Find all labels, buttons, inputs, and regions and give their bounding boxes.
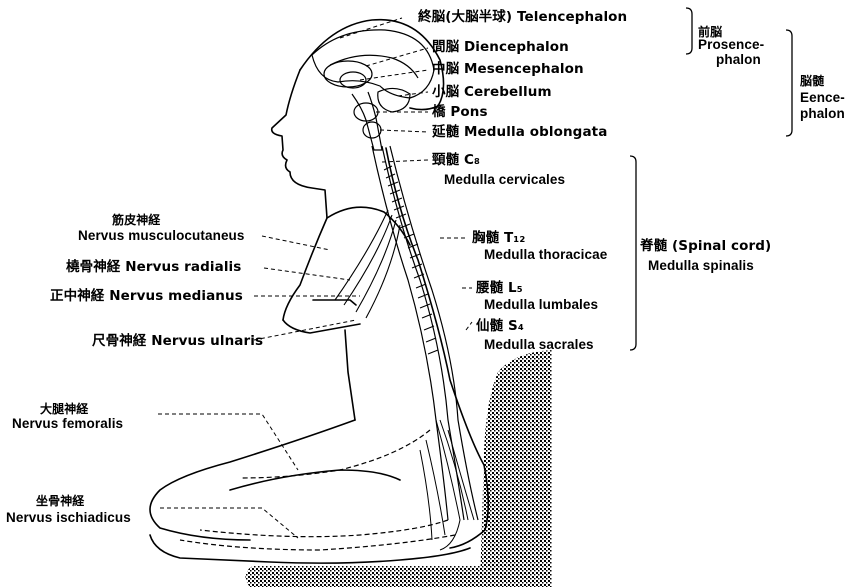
label-medianus: 正中神経 Nervus medianus — [50, 288, 243, 304]
arm-nerve-1 — [335, 210, 388, 300]
label-musculocutaneus: Nervus musculocutaneus — [78, 228, 245, 244]
leader-sacral — [466, 322, 472, 330]
label-medulla-oblongata: 延髄 Medulla oblongata — [432, 124, 607, 140]
label-cervical-jp: 頸髄 C₈ — [432, 152, 480, 168]
sciatic-nerve-path — [200, 520, 448, 537]
label-encephalon-1: Eence- — [800, 90, 845, 106]
leader-mesencephalon — [360, 70, 428, 80]
label-femoralis-jp: 大腿神経 — [40, 402, 88, 416]
label-radialis: 橈骨神経 Nervus radialis — [66, 259, 241, 275]
bracket-encephalon — [786, 30, 792, 136]
label-prosencephalon-2: phalon — [716, 52, 761, 68]
front-torso — [345, 330, 355, 420]
face-outline — [272, 70, 327, 218]
sacral-fibers-2 — [440, 420, 468, 520]
forearm — [283, 320, 360, 333]
leader-diencephalon — [366, 48, 428, 66]
label-lumbar-latin: Medulla lumbales — [484, 297, 598, 313]
label-lumbar-jp: 腰髄 L₅ — [476, 280, 523, 296]
label-femoralis: Nervus femoralis — [12, 416, 123, 432]
label-sacral-latin: Medulla sacrales — [484, 337, 594, 353]
label-encephalon-jp: 脳髄 — [800, 74, 824, 88]
sacral-fibers-3 — [448, 430, 474, 520]
label-musculocutaneus-jp: 筋皮神経 — [112, 213, 160, 227]
thigh-bottom — [150, 535, 470, 563]
leader-cerebellum — [398, 92, 428, 96]
thigh-top — [150, 420, 355, 540]
label-prosencephalon-1: Prosence- — [698, 37, 764, 53]
cerebellum-shape — [378, 88, 410, 112]
label-spinal-cord: 脊髄 (Spinal cord) — [640, 238, 771, 254]
label-diencephalon: 間脳 Diencephalon — [432, 39, 569, 55]
head-outline — [300, 20, 444, 110]
arm-nerve-2 — [344, 215, 392, 305]
bracket-spinal — [630, 156, 636, 350]
leader-radialis — [264, 268, 350, 280]
label-mesencephalon: 中脳 Mesencephalon — [432, 61, 584, 77]
chair-back — [480, 350, 552, 587]
label-ischiadicus: Nervus ischiadicus — [6, 510, 131, 526]
label-telencephalon: 終脳(大脳半球) Telencephalon — [418, 9, 627, 25]
spinal-cord-front — [372, 146, 448, 520]
femoral-nerve-path — [240, 430, 430, 478]
label-sacral-jp: 仙髄 S₄ — [476, 318, 524, 334]
sacral-fibers-4 — [426, 440, 445, 535]
label-thoracic-jp: 胸髄 T₁₂ — [472, 230, 525, 246]
label-spinal-cord-latin: Medulla spinalis — [648, 258, 754, 274]
sacral-fibers-1 — [436, 420, 460, 550]
label-encephalon-2: phalon — [800, 106, 845, 122]
bracket-telencephalon-diencephalon — [686, 8, 692, 54]
upper-arm-back — [283, 218, 327, 320]
label-cervical-latin: Medulla cervicales — [444, 172, 565, 188]
sciatic-nerve-path-2 — [180, 535, 455, 550]
label-ulnaris: 尺骨神経 Nervus ulnaris — [92, 333, 263, 349]
label-thoracic-latin: Medulla thoracicae — [484, 247, 607, 263]
label-pons: 橋 Pons — [432, 104, 488, 120]
label-ischiadicus-jp: 坐骨神経 — [36, 494, 84, 508]
label-cerebellum: 小脳 Cerebellum — [432, 84, 552, 100]
leader-musculocutaneus — [262, 236, 330, 250]
leader-femoralis — [158, 414, 298, 470]
leader-ulnaris — [254, 320, 356, 340]
upper-arm-front — [313, 300, 356, 305]
leader-medulla — [380, 130, 428, 132]
